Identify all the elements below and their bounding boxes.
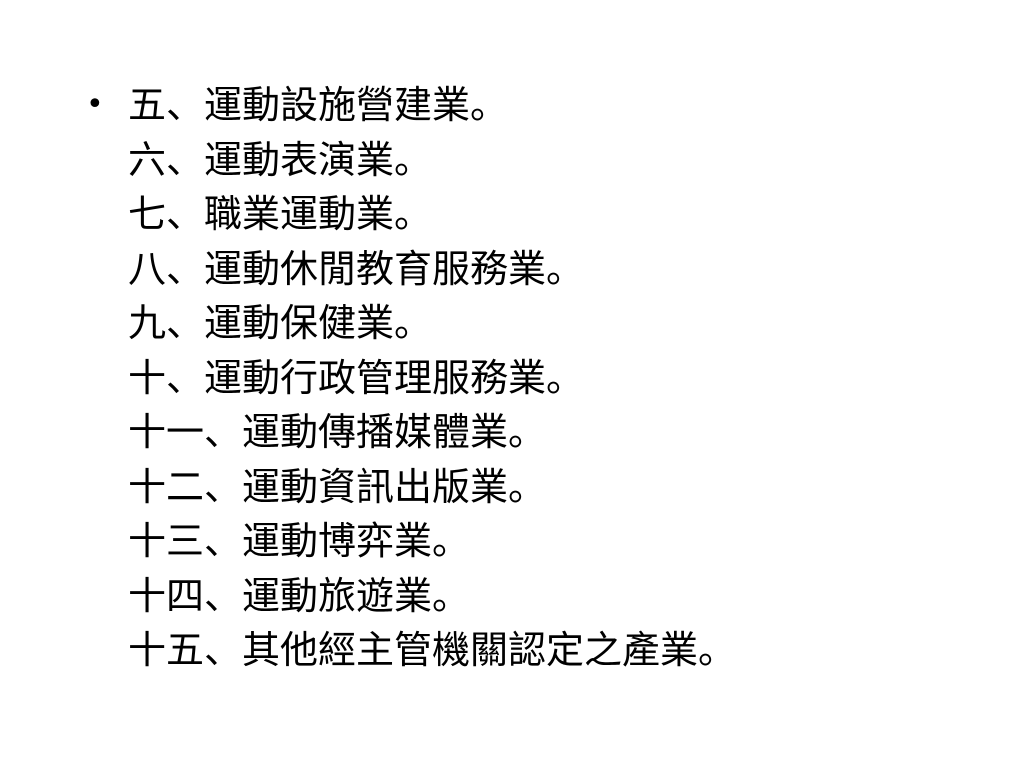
list-item: 六、運動表演業。 [128, 137, 433, 182]
list-item: 九、運動保健業。 [128, 301, 433, 345]
list-item: 七、職業運動業。 [128, 192, 433, 236]
industry-list: 五、運動設施營建業。 六、運動表演業。 七、職業運動業。 八、運動休閒教育服務業… [128, 78, 736, 678]
list-item: 十一、運動傳播媒體業。 [128, 410, 547, 454]
list-item: 十、運動行政管理服務業。 [128, 355, 585, 400]
list-item: 五、運動設施營建業。 [128, 83, 509, 127]
list-item: 十五、其他經主管機關認定之產業。 [128, 628, 737, 672]
list-item: 十三、運動博弈業。 [128, 519, 471, 563]
list-item: 十四、運動旅遊業。 [128, 573, 471, 618]
bullet-marker: • [86, 87, 104, 122]
list-item: 八、運動休閒教育服務業。 [128, 246, 585, 291]
list-item: 十二、運動資訊出版業。 [128, 464, 547, 509]
